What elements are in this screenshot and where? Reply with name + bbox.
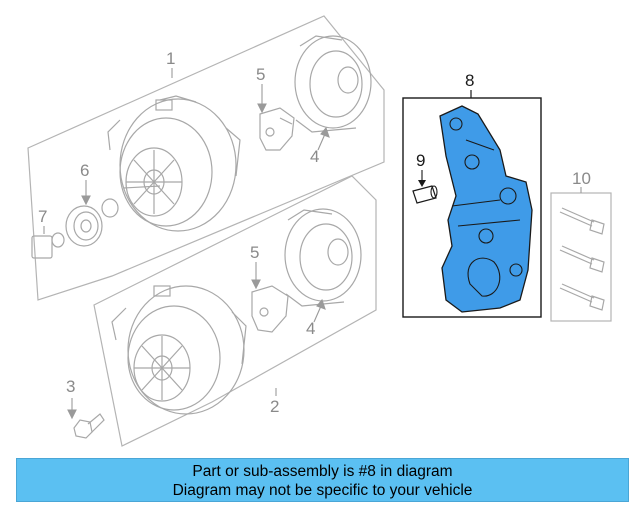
rear-cover-upper: [294, 35, 372, 133]
callout-4-upper: 4: [310, 147, 319, 166]
regulator-lower: [251, 285, 289, 333]
rear-cover-lower: [284, 208, 362, 307]
sleeve-9: [412, 170, 438, 204]
bolt-3: [73, 413, 105, 439]
callout-7: 7: [38, 207, 47, 226]
leader-lines: [43, 68, 330, 420]
callout-9: 9: [416, 151, 425, 170]
regulator-upper: [259, 107, 295, 151]
bolts-10: [559, 207, 605, 311]
info-banner: Part or sub-assembly is #8 in diagram Di…: [16, 458, 629, 502]
callout-6: 6: [80, 161, 89, 180]
callout-1: 1: [166, 49, 175, 68]
banner-line-1: Part or sub-assembly is #8 in diagram: [192, 463, 453, 480]
part-8-frame: [402, 97, 542, 318]
callout-5-upper: 5: [256, 65, 265, 84]
callout-8: 8: [465, 71, 474, 90]
assembly-frame-2: [93, 175, 377, 447]
pulley: [65, 198, 119, 247]
callout-3: 3: [66, 377, 75, 396]
alternator-upper: [107, 95, 241, 232]
callout-5-lower: 5: [250, 243, 259, 262]
banner-line-2: Diagram may not be specific to your vehi…: [172, 482, 473, 499]
callout-4-lower: 4: [306, 319, 315, 338]
callout-10: 10: [572, 169, 591, 188]
assembly-frame-1: [27, 15, 385, 301]
alternator-lower: [111, 285, 247, 415]
callout-2: 2: [270, 397, 279, 416]
pulley-cap: [31, 232, 65, 259]
alternator-bracket-highlighted: [439, 105, 533, 313]
